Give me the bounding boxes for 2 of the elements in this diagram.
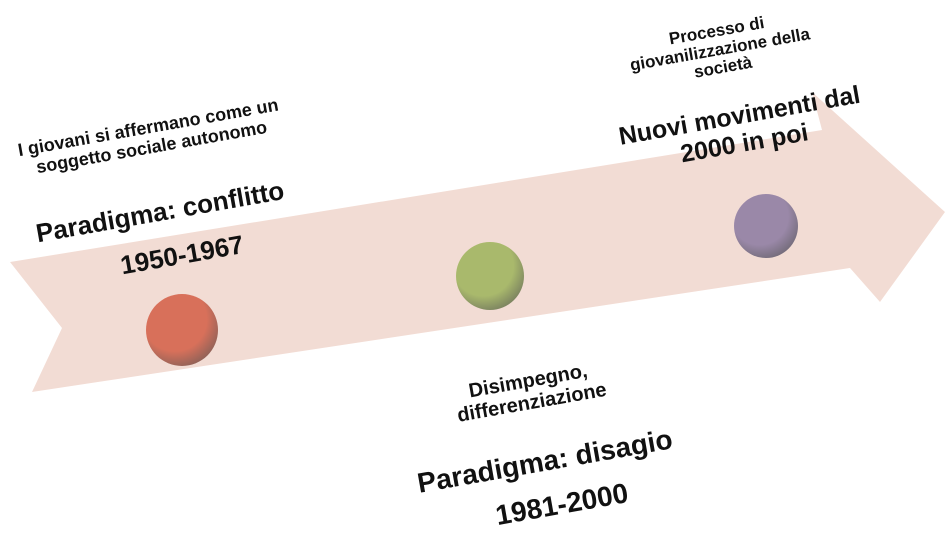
period-title: Nuovi movimenti dal 2000 in poi bbox=[616, 80, 864, 170]
description-text: I giovani si affermano come un soggetto sociale autonomo bbox=[15, 94, 281, 180]
